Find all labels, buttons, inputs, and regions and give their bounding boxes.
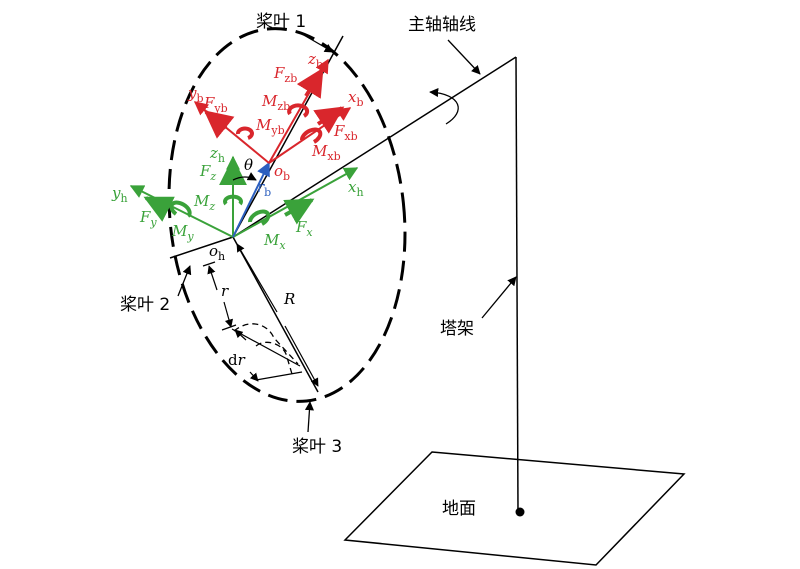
tower-base-point — [515, 507, 525, 517]
My-label: My — [171, 222, 194, 243]
blade1-leader — [301, 33, 334, 53]
blade-element-edge2 — [255, 371, 303, 381]
rotor-disc — [167, 27, 407, 403]
dr-label: dr — [228, 351, 246, 369]
r-dim-arrow — [207, 265, 218, 291]
r-dim-top-tick — [202, 261, 216, 267]
xb-label: xb — [348, 88, 364, 109]
R-label: R — [283, 290, 295, 308]
r-label: r — [221, 282, 229, 300]
yb-label: yb — [187, 84, 204, 105]
hub-Fy-arrow — [143, 196, 175, 222]
zh-label: zh — [209, 144, 225, 165]
rb-vector — [232, 161, 270, 238]
oh-label: oh — [209, 242, 225, 263]
zb-label: zb — [307, 50, 323, 71]
tower-leader — [481, 276, 517, 319]
main-shaft-label: 主轴轴线 — [408, 15, 476, 35]
Mzb-label: Mzb — [261, 92, 290, 113]
blade2-leader — [177, 265, 192, 297]
blade2-line — [169, 236, 234, 259]
rotation-arrow — [429, 87, 459, 125]
theta-arc — [232, 172, 257, 181]
main-shaft-leader — [447, 39, 481, 75]
blade-Fyb-arrow — [203, 110, 235, 139]
blade1-label: 桨叶 1 — [256, 12, 306, 32]
Fzb-label: Fzb — [273, 64, 297, 85]
blade-Mzb-moment — [287, 103, 310, 118]
R-dim-arrow-up — [236, 243, 278, 313]
ground-plane — [343, 451, 686, 566]
R-dim-arrow-down — [284, 325, 319, 387]
yh-label: yh — [111, 184, 128, 205]
hub-yh-axis — [129, 185, 234, 238]
rb-label: rb — [257, 178, 271, 199]
hub-Mz-moment — [223, 194, 243, 206]
blade-Fxb-arrow — [313, 106, 345, 134]
blade3-label: 桨叶 3 — [292, 437, 342, 457]
tower-label: 塔架 — [440, 319, 474, 339]
dr-dim-arrow-top — [234, 329, 247, 341]
hub-My-moment — [169, 200, 192, 218]
hub-Mx-moment — [248, 209, 271, 226]
Mz-label: Mz — [193, 192, 215, 213]
main-shaft-line — [232, 56, 517, 238]
Fyb-label: Fyb — [203, 94, 228, 115]
Fx-label: Fx — [295, 218, 313, 239]
tower-line — [515, 56, 519, 513]
xh-label: xh — [348, 178, 364, 199]
ob-label: ob — [274, 162, 290, 183]
blade2-label: 桨叶 2 — [120, 295, 170, 315]
ground-label: 地面 — [442, 499, 476, 519]
blade3-line — [232, 236, 319, 393]
hub-Fx-arrow — [283, 198, 315, 225]
Fz-label: Fz — [199, 162, 216, 183]
r-dim-bottom-tick — [221, 324, 237, 331]
blade-Mxb-moment — [300, 127, 323, 144]
Mxb-label: Mxb — [311, 142, 341, 163]
blade3-leader — [304, 401, 314, 433]
blade-Myb-moment — [236, 126, 254, 140]
Mx-label: Mx — [263, 231, 286, 252]
Myb-label: Myb — [255, 116, 285, 137]
blade-Fzb-arrow — [296, 67, 324, 99]
theta-label: θ — [244, 156, 253, 174]
dr-dim-arrow-bottom — [249, 371, 259, 382]
r-dim-arrow2 — [223, 301, 234, 328]
Fxb-label: Fxb — [333, 122, 358, 143]
Fy-label: Fy — [139, 208, 157, 229]
